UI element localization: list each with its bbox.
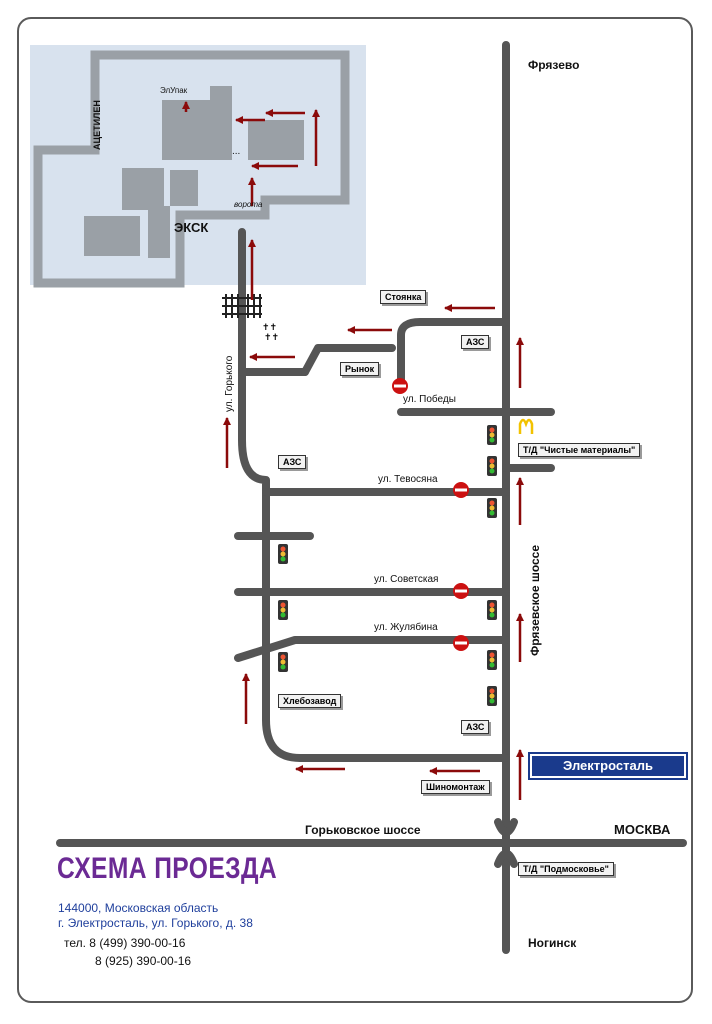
td-chistye-box: Т/Д "Чистые материалы" (518, 443, 641, 457)
shinomontazh-box: Шиномонтаж (421, 780, 490, 794)
road-label-tevosyana: ул. Тевосяна (378, 474, 438, 485)
map-frame (17, 17, 693, 1003)
cemetery-icon: ✝✝ (262, 323, 277, 333)
road-label-pobedy: ул. Победы (403, 394, 456, 405)
mcdonalds-icon (518, 418, 534, 434)
stoyanka-box: Стоянка (380, 290, 427, 304)
road-label-noginsk: Ногинск (528, 936, 577, 950)
azs-box-2: АЗС (278, 455, 307, 469)
traffic-light-icons (278, 425, 497, 706)
eksk-label: ЭКСК (174, 220, 209, 235)
city-sign-elektrostal: Электросталь (528, 752, 688, 780)
rynok-box: Рынок (340, 362, 380, 376)
road-label-fryazevskoe: Фрязевское шоссе (528, 544, 542, 656)
azs-box-1: АЗС (461, 335, 490, 349)
elupak-label: ЭлУпак (160, 86, 188, 95)
td-podmoskovye-box: Т/Д "Подмосковье" (518, 862, 614, 876)
plant-area (30, 45, 366, 288)
no-entry-icons (392, 378, 469, 651)
road-label-zhulyabina: ул. Жулябина (374, 622, 438, 633)
road-label-gorkogo: ул. Горького (224, 355, 235, 412)
phone-2: 8 (925) 390-00-16 (95, 954, 192, 968)
road-label-gorkovskoe: Горьковское шоссе (305, 823, 421, 837)
vorota-label: ворота (234, 200, 263, 209)
plant-dots: ... (232, 146, 241, 157)
phone-1: тел. 8 (499) 390-00-16 (64, 936, 186, 950)
svg-text:✝✝: ✝✝ (264, 333, 279, 343)
azs-box-3: АЗС (461, 720, 490, 734)
address-line-1: 144000, Московская область (58, 901, 219, 915)
road-label-moskva: МОСКВА (614, 822, 671, 837)
khlebozavod-box: Хлебозавод (278, 694, 342, 708)
atsetilen-label: АЦЕТИЛЕН (92, 100, 102, 150)
road-label-sovetskaya: ул. Советская (374, 574, 439, 585)
roads (56, 41, 687, 954)
railway (222, 294, 262, 318)
route-arrows (182, 101, 524, 800)
road-label-fryazevo: Фрязево (528, 58, 580, 72)
address-line-2: г. Электросталь, ул. Горького, д. 38 (58, 916, 253, 930)
page-title: СХЕМА ПРОЕЗДА (57, 852, 278, 885)
